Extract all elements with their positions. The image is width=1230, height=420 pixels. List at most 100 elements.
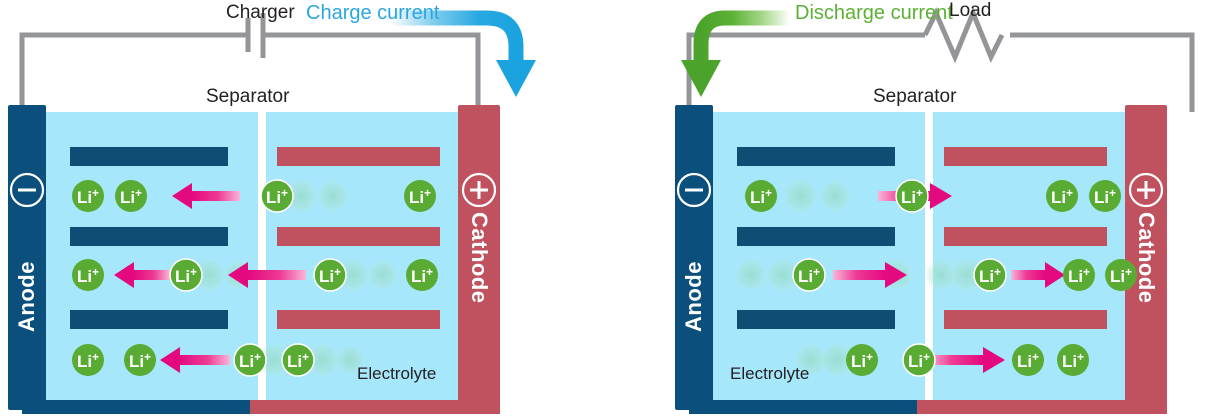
ion-row: Li+ Li+ Li+ Li+ [795, 343, 1089, 377]
discharge-panel: Li+ Li+ Li+ Li+ Li+ [615, 0, 1230, 420]
lithium-ion: Li+ [281, 343, 315, 377]
cathode-electrode-plate [277, 147, 440, 166]
cathode-plus-sign-icon [461, 172, 497, 208]
anode-label: Anode [14, 261, 39, 332]
cathode-electrode-plate [277, 310, 440, 329]
anode-electrode-plate [737, 227, 895, 246]
discharge-current-arrow-icon [681, 10, 790, 97]
ion-flow-arrow-icon [160, 347, 230, 373]
cathode-terminal [458, 105, 500, 410]
lithium-ion: Li+ [792, 258, 826, 292]
ion-ghost-trail [257, 343, 291, 377]
anode-electrode-plate [737, 310, 895, 329]
charge-circuit-wires [19, 32, 481, 112]
discharge-circuit-wires [686, 32, 1195, 112]
charge-current-arrow-icon [390, 10, 536, 97]
anode-terminal [8, 105, 46, 410]
charger-capacitor-icon [245, 13, 266, 58]
ion-row: Li+ Li+ Li+ Li+ [72, 179, 436, 213]
separator-label: Separator [206, 86, 290, 107]
separator-gap [925, 112, 933, 400]
lithium-ion: Li+ [1105, 259, 1137, 291]
ion-ghost-trail [305, 343, 339, 377]
lithium-ion: Li+ [902, 343, 936, 377]
ion-row: Li+ Li+ Li+ Li+ [72, 343, 365, 377]
cathode-electrode-plate [277, 227, 440, 246]
ion-ghost-trail [950, 258, 984, 292]
anode-bottom-bar [689, 400, 917, 414]
ion-flow-arrow-icon [114, 262, 170, 288]
lithium-ion: Li+ [1057, 344, 1089, 376]
ion-ghost-trail [335, 345, 365, 375]
cathode-label: Cathode [1134, 212, 1159, 304]
ion-flow-arrow-icon [833, 262, 907, 288]
anode-electrode-plate [70, 147, 228, 166]
anode-minus-sign-icon [676, 172, 712, 208]
lithium-ion: Li+ [72, 344, 104, 376]
cathode-electrode-plate [944, 227, 1107, 246]
ion-ghost-trail [317, 180, 349, 212]
ion-flow-arrow-icon [172, 183, 240, 209]
ion-ghost-trail [192, 258, 226, 292]
ion-flow-arrow-icon [1011, 262, 1065, 288]
charge-current-label: Charge current [306, 2, 440, 24]
lithium-ion: Li+ [72, 180, 104, 212]
lithium-ion: Li+ [260, 179, 294, 213]
discharge-panel-graphics: Li+ Li+ Li+ Li+ Li+ [675, 6, 1195, 414]
ion-ghost-trail [735, 259, 767, 291]
lithium-ion: Li+ [846, 344, 878, 376]
electrolyte-label: Electrolyte [730, 364, 810, 383]
lithium-ion: Li+ [115, 180, 147, 212]
cathode-electrode-plate [944, 147, 1107, 166]
lithium-ion: Li+ [313, 258, 347, 292]
electrolyte-label: Electrolyte [357, 364, 437, 383]
anode-label: Anode [681, 261, 706, 332]
lithium-ion: Li+ [406, 259, 438, 291]
ion-row: Li+ Li+ Li+ Li+ [735, 258, 1137, 292]
lithium-ion: Li+ [1012, 344, 1044, 376]
ion-ghost-trail [925, 259, 957, 291]
charge-panel: Li+ Li+ Li+ Li+ Li+ Li [8, 2, 536, 414]
ion-ghost-trail [784, 179, 818, 213]
cathode-terminal [1125, 105, 1167, 410]
lithium-ion: Li+ [233, 343, 267, 377]
lithium-ion: Li+ [124, 344, 156, 376]
cathode-electrode-plate [944, 310, 1107, 329]
lithium-ion: Li+ [72, 259, 104, 291]
lithium-ion: Li+ [973, 258, 1007, 292]
lithium-ion: Li+ [404, 180, 436, 212]
lithium-ion: Li+ [1063, 259, 1095, 291]
load-label: Load [949, 0, 992, 21]
charger-label: Charger [226, 2, 295, 23]
cathode-bottom-bar [250, 400, 500, 414]
ion-ghost-trail [368, 260, 398, 290]
ion-ghost-trail [819, 180, 851, 212]
separator-gap [258, 112, 266, 400]
anode-bottom-bar [22, 400, 250, 414]
cathode-label: Cathode [467, 212, 492, 304]
separator-label: Separator [873, 86, 957, 107]
ion-row: Li+ Li+ Li+ Li+ [72, 258, 438, 292]
anode-minus-sign-icon [9, 172, 45, 208]
ion-flow-arrow-icon [228, 262, 306, 288]
lithium-ion: Li+ [1046, 180, 1078, 212]
cathode-plus-sign-icon [1128, 172, 1164, 208]
anode-electrode-plate [737, 147, 895, 166]
anode-electrode-plate [70, 310, 228, 329]
load-resistor-icon [922, 6, 1005, 64]
lithium-ion: Li+ [745, 180, 777, 212]
anode-terminal [675, 105, 713, 410]
charge-panel-graphics: Li+ Li+ Li+ Li+ Li+ Li [8, 10, 536, 414]
discharge-current-label: Discharge current [795, 2, 953, 24]
lithium-ion: Li+ [895, 179, 929, 213]
lithium-ion: Li+ [1089, 180, 1121, 212]
lithium-ion: Li+ [169, 258, 203, 292]
anode-electrode-plate [70, 227, 228, 246]
ion-ghost-trail [795, 344, 827, 376]
ion-ghost-trail [336, 258, 370, 292]
ion-ghost-trail [284, 179, 318, 213]
cathode-bottom-bar [917, 400, 1167, 414]
ion-flow-arrow-icon [927, 347, 1005, 373]
ion-ghost-trail [766, 258, 800, 292]
